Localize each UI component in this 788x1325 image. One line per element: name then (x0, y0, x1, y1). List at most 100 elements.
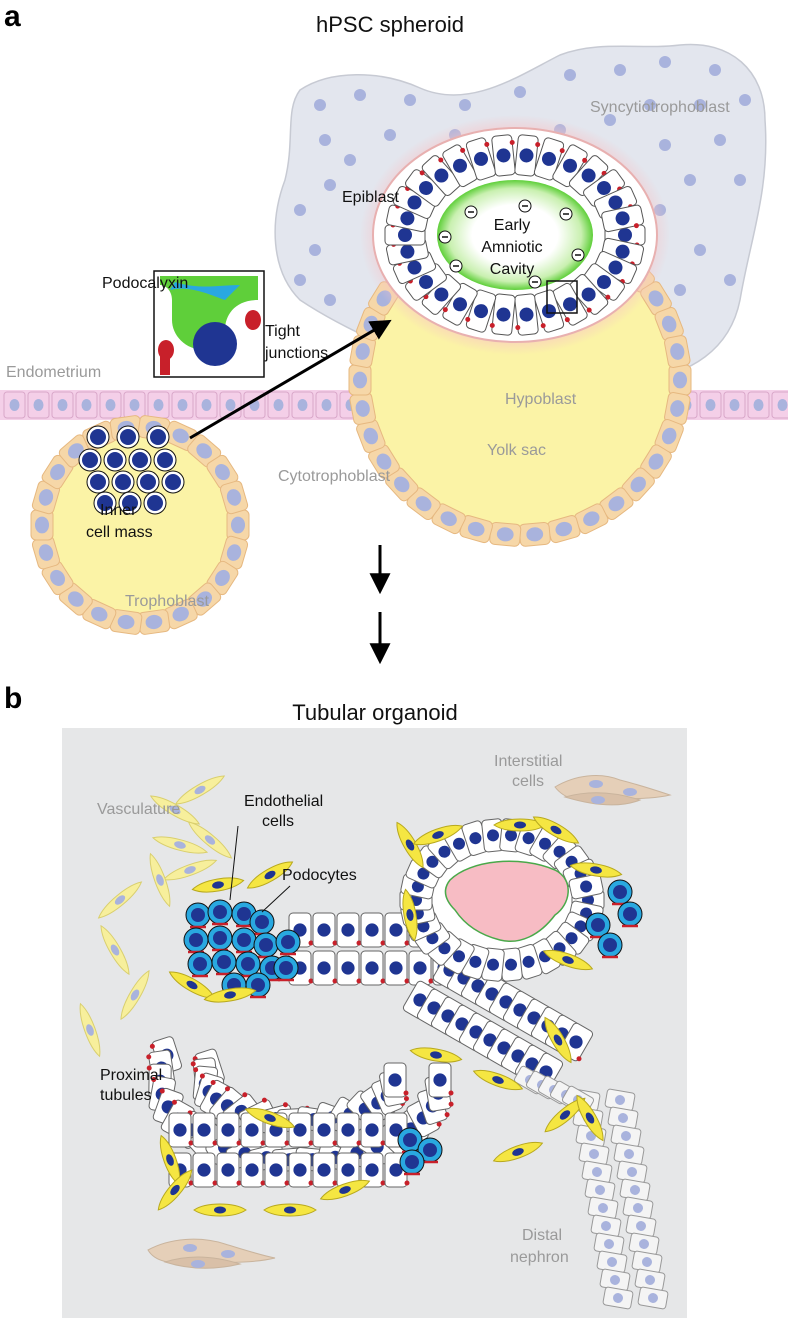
trophoblast-cell (206, 454, 239, 490)
endothelial-cell (542, 949, 594, 971)
tight-junction (282, 1102, 288, 1108)
endometrium-nucleus (297, 399, 308, 411)
label-tight-1: Tight (265, 323, 301, 340)
endothelial-nucleus (284, 1206, 296, 1214)
icm-nucleus (157, 452, 173, 468)
epiblast-cell (442, 144, 478, 188)
vascular-nucleus (194, 785, 206, 795)
syncytio-nucleus (614, 64, 626, 76)
epiblast-nucleus (474, 304, 489, 319)
tubule-cell (312, 950, 338, 986)
tubule-cell-nucleus (221, 1163, 235, 1177)
distal-nucleus (621, 1131, 631, 1141)
endothelial-nucleus (553, 1034, 563, 1046)
syncytio-nucleus (709, 64, 721, 76)
vascular-cell (100, 924, 130, 976)
cytotrophoblast-cell-nucleus (467, 521, 485, 537)
icm-nucleus (132, 452, 148, 468)
podocalyxin-inset (153, 270, 265, 378)
label-proximal-1: Proximal (100, 1067, 162, 1084)
icm-nucleus (165, 474, 181, 490)
tubule-cell-nucleus (341, 1163, 355, 1177)
distal-nucleus (645, 1275, 655, 1285)
panel-a-title: hPSC spheroid (316, 12, 464, 37)
trophoblast-cell-nucleus (196, 591, 213, 607)
distal-cell (631, 1250, 663, 1274)
cytotrophoblast-cell (348, 364, 372, 396)
distal-nucleus (604, 1239, 614, 1249)
tubule-cell (288, 1112, 314, 1148)
cyst-nucleus (574, 920, 587, 933)
label-interstitial-2: cells (512, 773, 544, 790)
tight-junction (515, 325, 521, 331)
tubule-cell (312, 1152, 338, 1188)
cyst-nucleus (469, 955, 482, 968)
syncytio-nucleus (564, 69, 576, 81)
trophoblast-cell-nucleus (196, 443, 213, 459)
distal-cell (587, 1196, 619, 1220)
vascular-nucleus (86, 1024, 94, 1036)
endometrium-nucleus (705, 399, 716, 411)
endothelial-cell (532, 816, 580, 844)
cytotrophoblast-cell-nucleus (672, 371, 688, 389)
endothelial-cell (244, 1107, 296, 1129)
cytotrophoblast-cell-nucleus (394, 476, 410, 493)
cytotrophoblast-cell (664, 392, 691, 425)
tubule-cell (192, 1112, 218, 1148)
tubule-cell-nucleus (365, 961, 379, 975)
tubule-cell-nucleus (197, 1123, 211, 1137)
distal-cell (625, 1214, 657, 1238)
syncytio-nucleus (724, 274, 736, 286)
cyst-nucleus (580, 880, 593, 893)
tight-junction (582, 157, 588, 163)
podocyte-nucleus (237, 933, 251, 947)
tight-junction (146, 1065, 152, 1071)
podocyte-nucleus (259, 938, 273, 952)
epiblast-nucleus (474, 151, 489, 166)
interstitial-cells-top (554, 775, 672, 806)
tight-junction (284, 1140, 290, 1146)
tubule-cell (240, 1112, 266, 1148)
vascular-cell (187, 821, 233, 859)
panel-b-title: Tubular organoid (292, 700, 458, 725)
distal-cell (590, 1214, 622, 1238)
tight-junction (159, 1088, 165, 1094)
vascular-nucleus (169, 805, 181, 815)
syncytio-nucleus (514, 86, 526, 98)
tubule-cell (383, 1062, 409, 1098)
interstitial-cells-bottom (147, 1238, 276, 1269)
syncytio-nucleus (354, 89, 366, 101)
podocyte-nucleus (217, 955, 231, 969)
epiblast-nucleus (596, 275, 611, 290)
cytotrophoblast-cell-nucleus (648, 453, 664, 470)
tight-junction (190, 1061, 196, 1067)
tight-junction (210, 1079, 216, 1085)
cyst-cell (542, 834, 577, 870)
distal-nucleus (601, 1221, 611, 1231)
tight-junction (586, 307, 592, 313)
tubule-cell-nucleus (365, 1123, 379, 1137)
syncytio-nucleus (659, 139, 671, 151)
epiblast-cell (392, 185, 437, 219)
leader-endothelial (229, 825, 239, 901)
label-epiblast: Epiblast (342, 189, 399, 206)
endothelial-nucleus (559, 1110, 571, 1120)
cytotrophoblast-cell-nucleus (670, 343, 685, 360)
tubule-cell-nucleus (245, 1123, 259, 1137)
tight-junction (212, 1180, 218, 1186)
epiblast-nucleus (453, 297, 467, 312)
vascular-cell (120, 969, 150, 1021)
epiblast-nucleus (615, 244, 630, 259)
podocyte-cluster-small (397, 1127, 443, 1176)
tight-junction (380, 978, 386, 984)
cyst-cell (553, 845, 590, 879)
syncytio-nucleus (459, 99, 471, 111)
trophoblast-cell-nucleus (67, 591, 84, 607)
label-proximal-2: tubules (100, 1087, 152, 1104)
tubule-cell-nucleus (341, 961, 355, 975)
syncytio-nucleus (684, 174, 696, 186)
tight-junction (535, 142, 541, 148)
trophoblast-cell (82, 599, 117, 630)
tight-junction (308, 978, 314, 984)
epiblast-nucleus (453, 158, 467, 173)
